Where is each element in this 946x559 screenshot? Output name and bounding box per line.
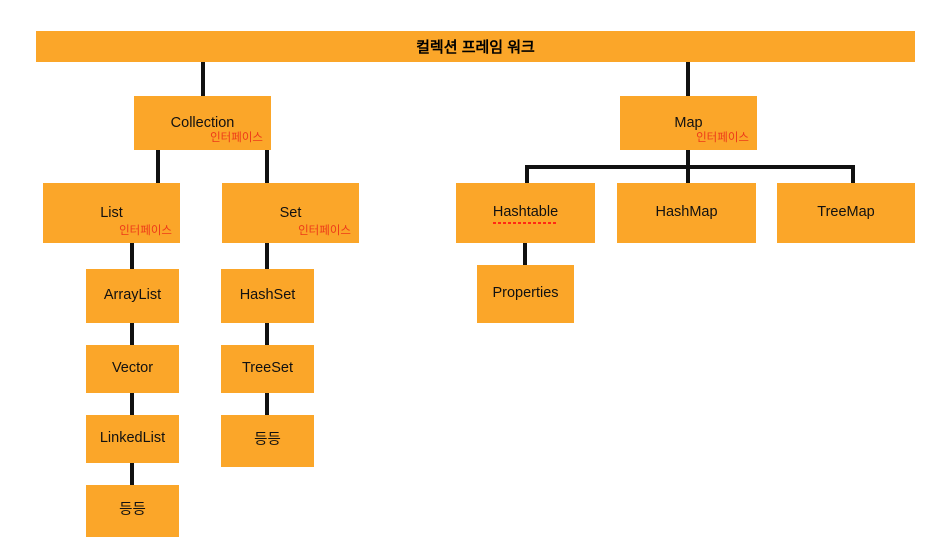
connector-map-stem	[686, 150, 690, 169]
connector-collection-to-set	[265, 150, 269, 183]
diagram-title: 컬렉션 프레임 워크	[416, 39, 535, 56]
connector-arraylist-to-vector	[130, 323, 134, 345]
node-set-label: Set	[279, 205, 302, 222]
connector-map-to-treemap	[851, 165, 855, 183]
connector-linkedlist-to-list-etc	[130, 463, 134, 485]
node-list[interactable]: List 인터페이스	[43, 183, 180, 243]
connector-set-to-hashset	[265, 243, 269, 269]
connector-treeset-to-set-etc	[265, 393, 269, 415]
node-treemap[interactable]: TreeMap	[777, 183, 915, 243]
node-set[interactable]: Set 인터페이스	[222, 183, 359, 243]
node-list-interface-tag: 인터페이스	[119, 224, 172, 237]
node-vector[interactable]: Vector	[86, 345, 179, 393]
connector-map-to-hashtable	[525, 165, 529, 183]
node-list-label: List	[100, 205, 123, 222]
node-hashmap-label: HashMap	[655, 204, 718, 221]
node-set-etc-label: 등등	[254, 432, 281, 449]
node-map-interface-tag: 인터페이스	[696, 131, 749, 144]
node-hashtable[interactable]: Hashtable	[456, 183, 595, 243]
node-arraylist-label: ArrayList	[103, 287, 162, 304]
node-treemap-label: TreeMap	[817, 204, 875, 221]
connector-root-to-collection	[201, 62, 205, 96]
node-hashset[interactable]: HashSet	[221, 269, 314, 323]
node-treeset[interactable]: TreeSet	[221, 345, 314, 393]
node-properties[interactable]: Properties	[477, 265, 574, 323]
node-collection[interactable]: Collection 인터페이스	[134, 96, 271, 150]
connector-hashtable-to-properties	[523, 243, 527, 265]
node-linkedlist-label: LinkedList	[99, 430, 166, 447]
node-vector-label: Vector	[111, 360, 154, 377]
node-hashtable-label: Hashtable	[492, 204, 559, 224]
node-collection-interface-tag: 인터페이스	[210, 131, 263, 144]
node-collection-label: Collection	[170, 115, 235, 132]
connector-map-bus	[525, 165, 855, 169]
node-linkedlist[interactable]: LinkedList	[86, 415, 179, 463]
connector-list-to-arraylist	[130, 243, 134, 269]
node-set-etc[interactable]: 등등	[221, 415, 314, 467]
connector-collection-to-list	[156, 150, 160, 183]
node-map-label: Map	[674, 115, 703, 132]
connector-hashset-to-treeset	[265, 323, 269, 345]
node-hashmap[interactable]: HashMap	[617, 183, 756, 243]
node-list-etc-label: 등등	[119, 502, 146, 519]
node-treeset-label: TreeSet	[241, 360, 294, 377]
node-properties-label: Properties	[492, 285, 559, 302]
node-arraylist[interactable]: ArrayList	[86, 269, 179, 323]
node-map[interactable]: Map 인터페이스	[620, 96, 757, 150]
diagram-title-banner: 컬렉션 프레임 워크	[36, 31, 915, 62]
node-hashset-label: HashSet	[239, 287, 296, 304]
connector-vector-to-linkedlist	[130, 393, 134, 415]
node-list-etc[interactable]: 등등	[86, 485, 179, 537]
node-set-interface-tag: 인터페이스	[298, 224, 351, 237]
connector-map-to-hashmap	[686, 165, 690, 183]
connector-root-to-map	[686, 62, 690, 96]
